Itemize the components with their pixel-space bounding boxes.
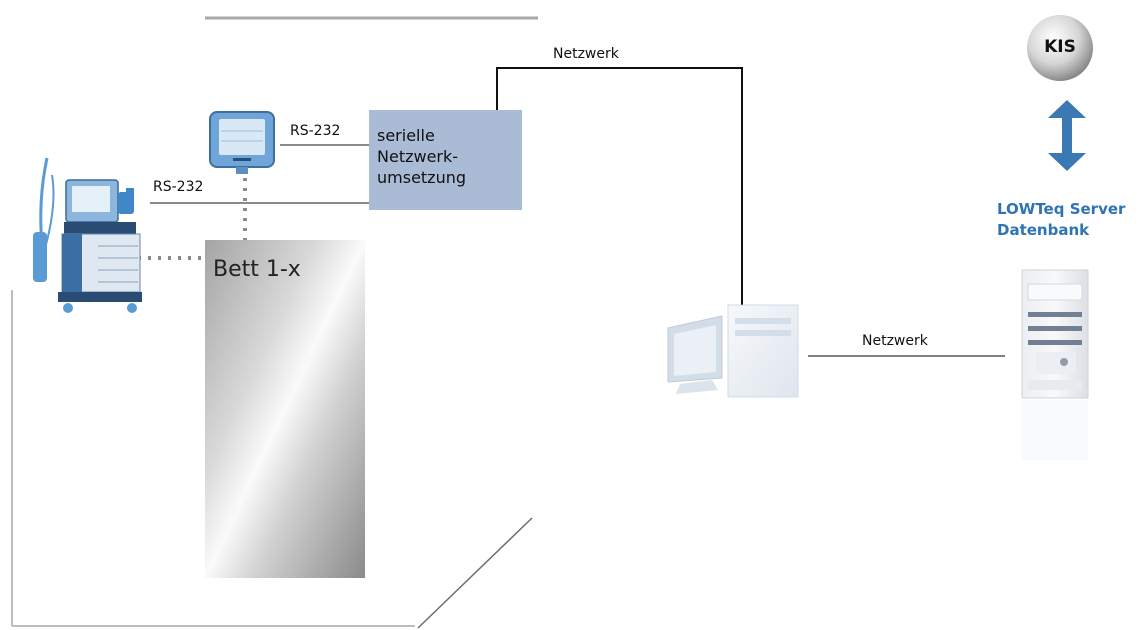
dotted-connections: [138, 178, 247, 260]
bed-label: Bett 1-x: [213, 257, 301, 282]
network-label-bottom: Netzwerk: [862, 333, 928, 349]
converter-line-3: umsetzung: [377, 168, 467, 187]
bed-shape: [205, 240, 365, 578]
network-label-top: Netzwerk: [553, 46, 619, 62]
patient-monitor-icon: [209, 111, 275, 174]
network-lines: [150, 67, 1005, 357]
serial-converter-box: [369, 110, 522, 210]
converter-line-1: serielle: [377, 126, 435, 145]
converter-line-2: Netzwerk-: [377, 147, 459, 166]
anesthesia-machine-icon: [33, 157, 142, 313]
desktop-computer-icon: [667, 304, 799, 398]
kis-label: KIS: [1044, 37, 1076, 57]
rs232-ventilator-label: RS-232: [153, 179, 204, 195]
server-label: LOWTeq Server Datenbank: [997, 199, 1139, 241]
rs232-monitor-label: RS-232: [290, 123, 341, 139]
server-label-line-2: Datenbank: [997, 221, 1090, 239]
server-label-line-1: LOWTeq Server: [997, 200, 1126, 218]
room-frame: [11, 16, 540, 629]
serial-converter-label: serielle Netzwerk- umsetzung: [377, 125, 517, 188]
kis-sphere-icon: [1027, 15, 1093, 81]
server-tower-icon: [1021, 269, 1089, 460]
double-arrow-icon: [1048, 100, 1086, 171]
